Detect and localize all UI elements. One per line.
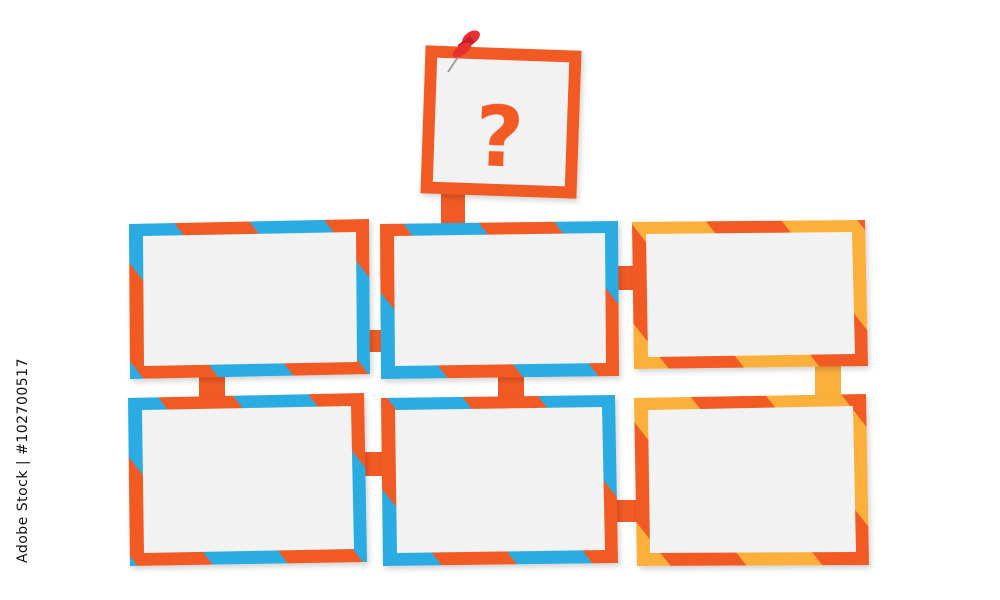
connector-box-3-to-box-6	[815, 366, 841, 398]
box-1-panel	[143, 232, 357, 366]
box-4-panel	[142, 406, 354, 553]
connector-question-to-box-2	[441, 192, 465, 226]
box-5	[381, 395, 618, 566]
box-6-panel	[648, 406, 856, 553]
box-5-panel	[395, 407, 605, 553]
box-4	[128, 393, 367, 566]
box-3	[632, 220, 868, 369]
push-pin-icon	[447, 30, 480, 73]
box-2	[380, 221, 619, 379]
question-mark: ?	[473, 87, 525, 187]
box-1	[129, 219, 370, 379]
connector-box-5-to-box-6	[613, 500, 639, 522]
box-2-panel	[394, 233, 606, 366]
stock-id-text: Adobe Stock | #102700517	[15, 358, 31, 563]
box-3-panel	[646, 232, 855, 357]
question-card-panel	[432, 57, 570, 187]
box-6	[634, 394, 869, 566]
question-card: ?	[420, 45, 582, 199]
